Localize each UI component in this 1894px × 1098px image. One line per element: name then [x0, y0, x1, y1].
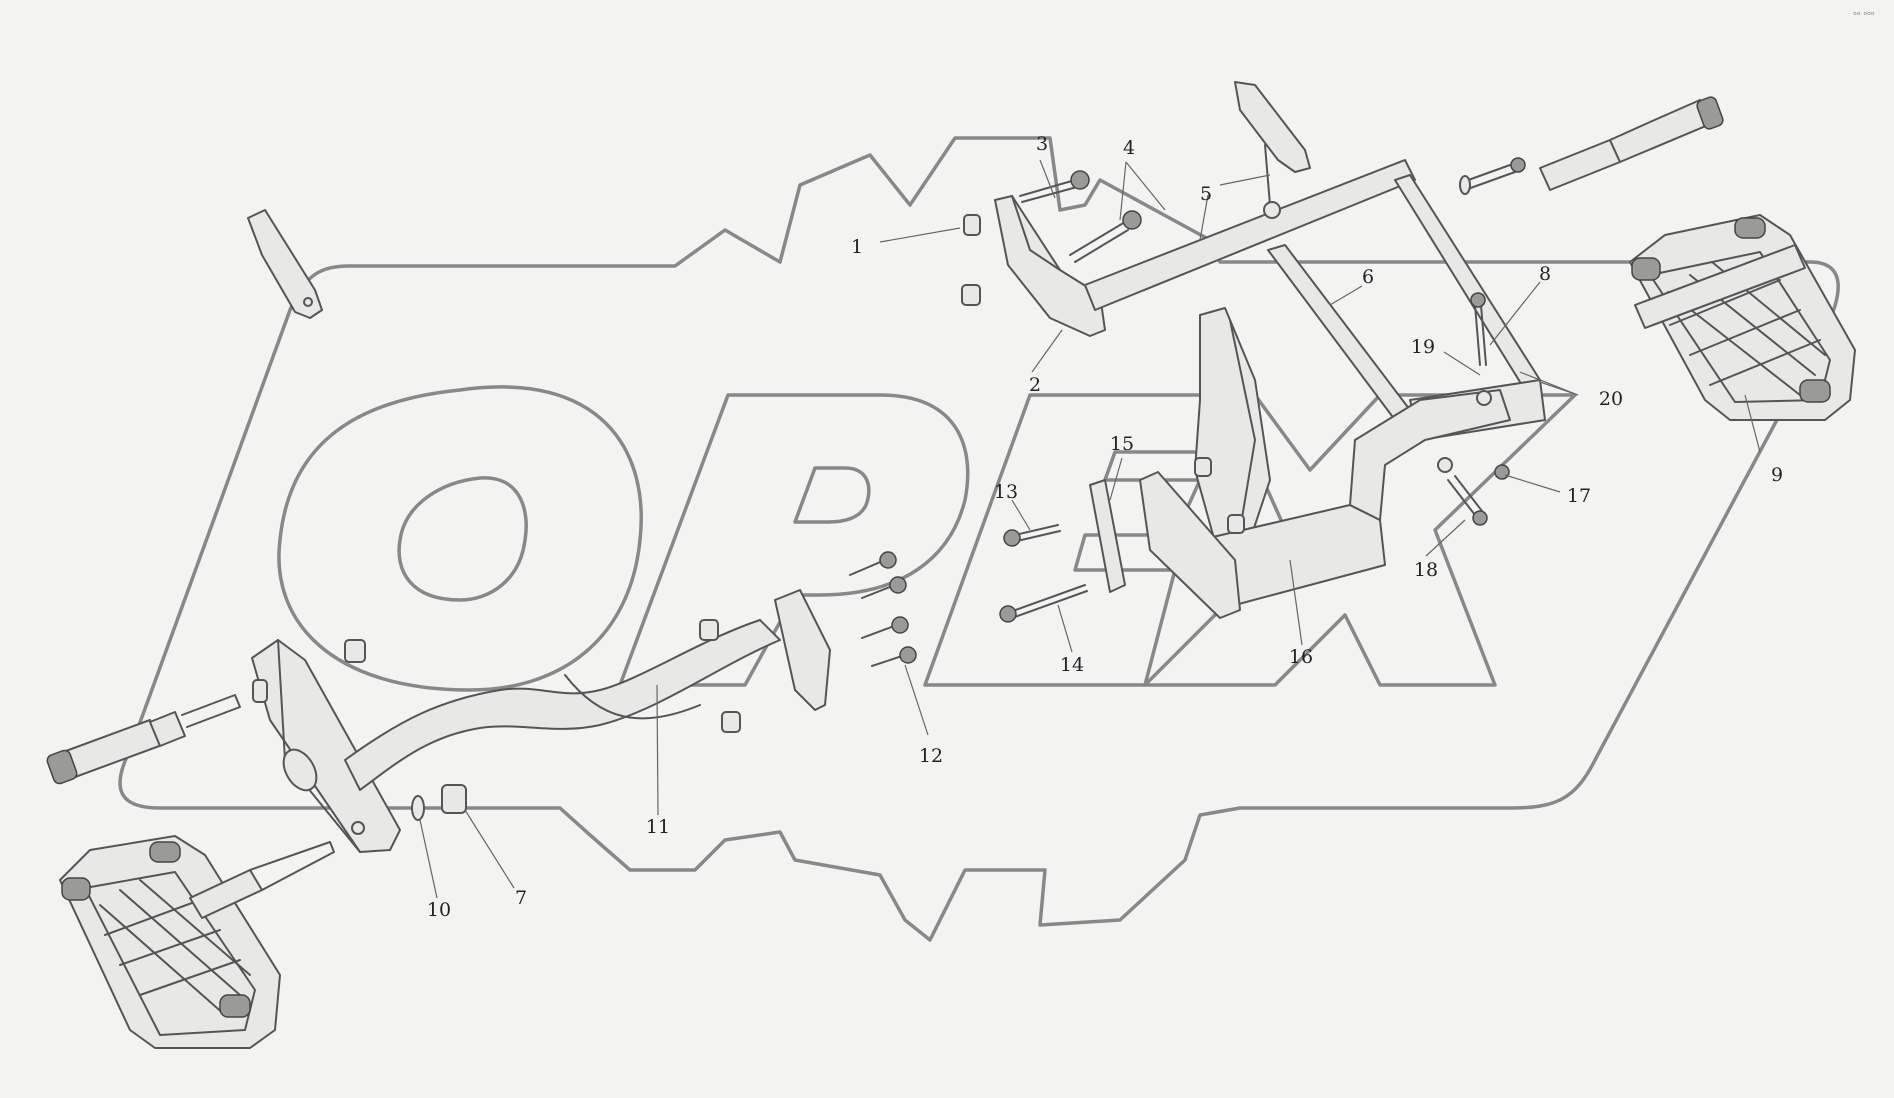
watermark-letter-o	[277, 385, 643, 692]
callout-20: 20	[1599, 388, 1623, 410]
callout-19: 19	[1411, 336, 1435, 358]
callout-9: 9	[1771, 464, 1783, 486]
bushing-left-a	[252, 679, 268, 703]
washer-right	[1437, 457, 1453, 473]
watermark-letter-o-hole	[397, 476, 528, 602]
callout-6: 6	[1362, 266, 1374, 288]
left-footrest-plate	[59, 835, 281, 1049]
callout-labels: 1 2 3 4 5 6 7 8 9 10 11 12 13 14 15 16 1…	[427, 133, 1783, 921]
bolt-18	[1447, 475, 1488, 526]
washer-10	[411, 795, 425, 821]
callout-10: 10	[427, 899, 451, 921]
bolt-3	[1019, 170, 1090, 203]
bushing-7	[441, 784, 467, 814]
callout-13: 13	[994, 481, 1018, 503]
callout-17: 17	[1567, 485, 1591, 507]
bolt-13	[1003, 524, 1061, 547]
callout-11: 11	[646, 816, 670, 838]
pedal-arm-16	[1194, 307, 1511, 606]
callout-16: 16	[1289, 646, 1313, 668]
callout-3: 3	[1036, 133, 1048, 155]
callout-18: 18	[1414, 559, 1438, 581]
upper-left-mount-plate	[247, 209, 323, 319]
pin-4	[1069, 210, 1142, 263]
right-upper-pins	[1459, 96, 1724, 195]
callout-8: 8	[1539, 263, 1551, 285]
right-footrest-plate	[1629, 214, 1856, 421]
watermark-letter-p	[618, 393, 970, 687]
bracket-15	[1089, 471, 1241, 619]
bolt-8	[1470, 292, 1487, 366]
bushing-center-c	[721, 711, 741, 733]
callout-12: 12	[919, 745, 943, 767]
left-pedal-pin	[189, 841, 335, 919]
callout-2: 2	[1029, 374, 1041, 396]
bracket-2	[961, 195, 1106, 337]
left-shaft	[46, 694, 241, 785]
bushing-center-b	[699, 619, 719, 641]
left-pivot-bracket	[251, 639, 401, 853]
main-pedal-arm	[344, 589, 831, 791]
washer-19	[1476, 390, 1492, 406]
parts	[46, 81, 1856, 1049]
callout-1: 1	[851, 236, 863, 258]
bushing-center-a	[344, 639, 366, 663]
bushing-right-b	[1227, 514, 1245, 534]
bolt-14	[999, 584, 1088, 623]
bolt-group-12	[849, 551, 917, 667]
watermark-letter-p-hole	[793, 466, 871, 524]
corner-mark: ᵒᵒ ᵒᵒᵒ	[1853, 11, 1875, 21]
callout-5: 5	[1200, 183, 1212, 205]
nut-17	[1494, 464, 1510, 480]
callout-14: 14	[1060, 654, 1084, 676]
callout-15: 15	[1110, 433, 1134, 455]
callout-7: 7	[515, 887, 527, 909]
bushing-right-a	[1194, 457, 1212, 477]
leader-lines	[419, 159, 1761, 899]
callout-4: 4	[1123, 137, 1135, 159]
